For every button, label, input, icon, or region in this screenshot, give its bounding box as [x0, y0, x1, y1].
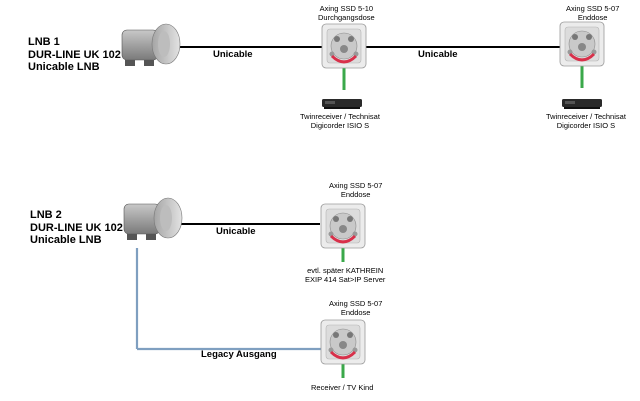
socket3-type: Enddose [340, 189, 371, 199]
lnb1-line-1: LNB 1 [28, 36, 60, 48]
receiver1-line-1: Twinreceiver / Technisat [300, 112, 380, 121]
lnb2-line-1: LNB 2 [30, 209, 62, 221]
receiver3-line-2: EXIP 414 Sat>IP Server [305, 274, 386, 284]
lnb2-line-2: DUR-LINE UK 102 [30, 221, 123, 234]
receiver1-label: Twinreceiver / Technisat Digicorder ISIO… [300, 112, 380, 130]
socket3-model: Axing SSD 5-07 [329, 181, 383, 190]
antenna-socket-icon [558, 20, 606, 68]
receiver3-label: evtl. später KATHREIN EXIP 414 Sat>IP Se… [305, 266, 386, 284]
lnb-icon [123, 197, 183, 241]
receiver2-label: Twinreceiver / Technisat Digicorder ISIO… [546, 112, 626, 130]
cable-label-unicable-1a: Unicable [213, 49, 253, 60]
receiver4-line-1: Receiver / TV Kind [311, 383, 374, 392]
receiver3-line-1: evtl. später KATHREIN [307, 266, 384, 275]
socket1-type: Durchgangsdose [318, 12, 375, 22]
socket4-type: Enddose [340, 307, 371, 317]
receiver1-line-2: Digicorder ISIO S [310, 120, 370, 130]
antenna-socket-icon [320, 22, 368, 70]
lnb2-label: LNB 2 DUR-LINE UK 102 Unicable LNB [30, 209, 123, 247]
lnb1-line-3: Unicable LNB [28, 61, 100, 74]
antenna-socket-icon [319, 318, 367, 366]
socket4-model: Axing SSD 5-07 [329, 299, 383, 308]
socket3-label: Axing SSD 5-07 Enddose [329, 181, 383, 199]
receiver-icon [322, 99, 362, 109]
cable-label-unicable-2: Unicable [216, 226, 256, 237]
socket1-label: Axing SSD 5-10 Durchgangsdose [318, 4, 375, 22]
receiver2-line-2: Digicorder ISIO S [556, 120, 616, 130]
socket4-label: Axing SSD 5-07 Enddose [329, 299, 383, 317]
lnb-icon [121, 23, 181, 67]
lnb2-line-3: Unicable LNB [30, 234, 102, 247]
cable-label-legacy: Legacy Ausgang [201, 349, 277, 360]
cable-label-unicable-1b: Unicable [418, 49, 458, 60]
lnb1-label: LNB 1 DUR-LINE UK 102 Unicable LNB [28, 36, 121, 74]
receiver-icon [562, 99, 602, 109]
socket2-type: Enddose [577, 12, 608, 22]
socket2-model: Axing SSD 5-07 [566, 4, 620, 13]
receiver2-line-1: Twinreceiver / Technisat [546, 112, 626, 121]
antenna-socket-icon [319, 202, 367, 250]
receiver4-label: Receiver / TV Kind [311, 383, 374, 393]
socket1-model: Axing SSD 5-10 [319, 4, 374, 13]
socket2-label: Axing SSD 5-07 Enddose [566, 4, 620, 22]
lnb1-line-2: DUR-LINE UK 102 [28, 48, 121, 61]
